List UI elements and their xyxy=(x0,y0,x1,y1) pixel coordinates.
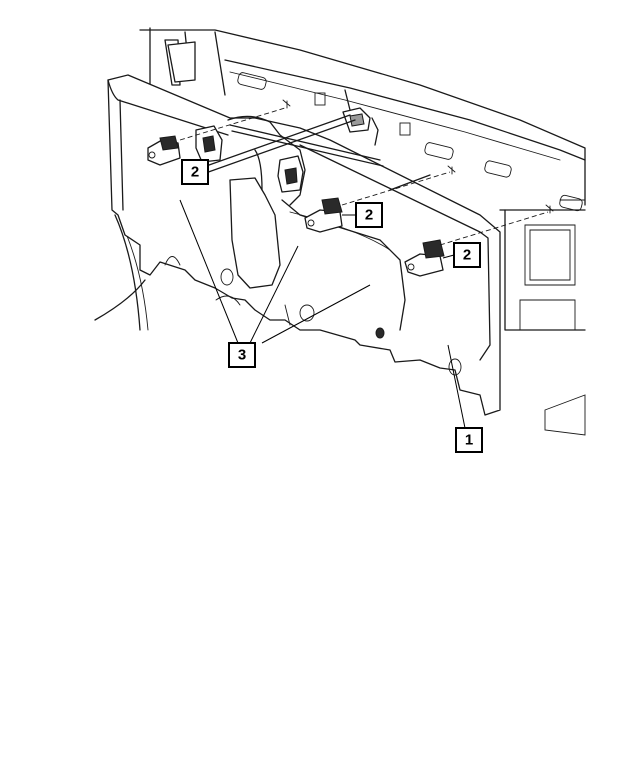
callout-label: 2 xyxy=(463,247,471,264)
callout-latch-upper-left: 2 xyxy=(181,159,209,185)
cross-brace xyxy=(194,114,431,191)
callout-latch-right: 2 xyxy=(453,242,481,268)
latch-right xyxy=(404,239,445,277)
callout-label: 1 xyxy=(465,432,473,449)
anchor-upper-left xyxy=(195,125,223,163)
leader-lines xyxy=(179,169,466,429)
callout-seat-back-panel: 1 xyxy=(455,427,483,453)
callout-trim-panels: 3 xyxy=(228,342,256,368)
callout-label: 3 xyxy=(238,347,246,364)
latch-center xyxy=(304,197,343,233)
anchor-center xyxy=(277,155,304,193)
latch-upper-left xyxy=(147,135,181,166)
callout-label: 2 xyxy=(191,164,199,181)
striker-alignment xyxy=(179,99,554,246)
cab-back-wall xyxy=(94,27,586,436)
callout-latch-center: 2 xyxy=(355,202,383,228)
anchor-top-center xyxy=(342,89,379,146)
callout-label: 2 xyxy=(365,207,373,224)
